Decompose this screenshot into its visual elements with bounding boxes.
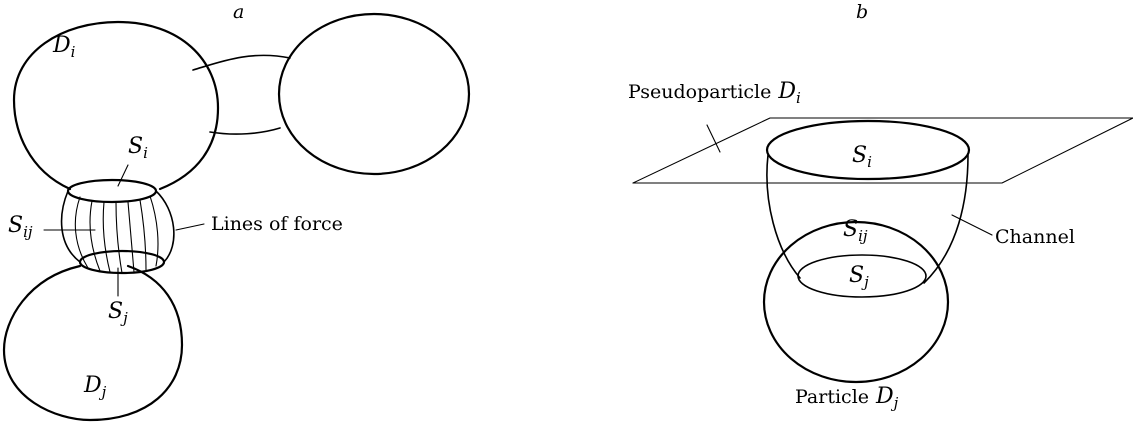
- channel-left-wall: [766, 154, 801, 279]
- plane-back-edges: [632, 117, 1133, 184]
- panel-a-label: a: [233, 1, 244, 23]
- force-line: [115, 201, 123, 274]
- force-line: [127, 201, 135, 273]
- contact-surface-sj: [78, 249, 166, 275]
- pseudoparticle-leader-line: [706, 124, 721, 153]
- force-line: [102, 201, 111, 273]
- contact-surface-si: [765, 119, 971, 181]
- force-line: [89, 200, 101, 272]
- label-si-panel-a: Si: [128, 134, 148, 162]
- label-sij-panel-a: Sij: [8, 213, 33, 241]
- label-sij-panel-b: Sij: [843, 217, 868, 245]
- panel-a: a Di: [2, 1, 471, 422]
- label-channel: Channel: [995, 226, 1075, 248]
- label-sj-panel-a: Sj: [108, 299, 128, 327]
- particle-di-outline: [12, 20, 220, 191]
- plane-front-edges: [632, 117, 1133, 184]
- force-line: [74, 196, 89, 269]
- contact-surface-sj: [797, 254, 927, 298]
- particle-dj-sphere: [762, 220, 950, 384]
- lines-of-force: [74, 195, 159, 274]
- label-lines-of-force: Lines of force: [211, 213, 343, 235]
- tube-right-wall: [155, 190, 175, 263]
- tube-left-wall: [60, 190, 81, 263]
- force-line: [139, 199, 147, 271]
- force-line: [149, 195, 159, 267]
- label-dj-panel-a: Dj: [83, 373, 107, 401]
- lines-of-force-leader-line: [175, 223, 205, 231]
- label-si-panel-b: Si: [852, 143, 872, 171]
- label-di-panel-a: Di: [52, 33, 76, 61]
- neighbor-particle-outline: [277, 12, 471, 176]
- particle-dj-outline: [2, 264, 184, 422]
- contact-surface-si: [66, 178, 158, 204]
- label-sj-panel-b: Sj: [849, 263, 869, 291]
- bridge-lower-line: [209, 127, 281, 135]
- bridge-upper-line: [192, 54, 291, 71]
- panel-b-label: b: [856, 1, 868, 23]
- channel-leader-line: [951, 214, 993, 236]
- si-leader-line: [117, 164, 129, 187]
- channel-right-wall: [923, 154, 969, 284]
